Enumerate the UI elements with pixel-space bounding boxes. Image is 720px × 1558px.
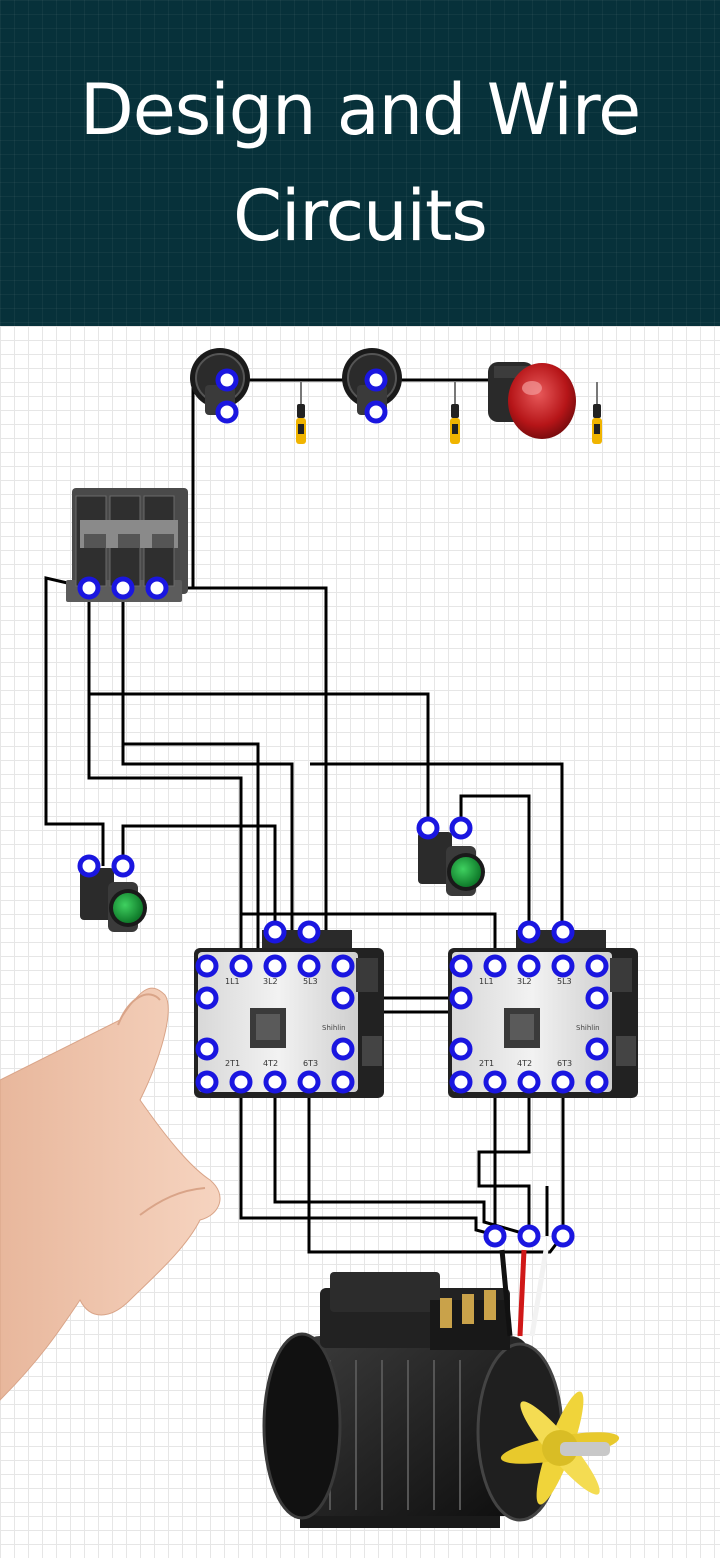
start-button-right[interactable] (418, 832, 485, 896)
three-phase-motor-icon[interactable] (262, 1249, 621, 1528)
pointing-hand-icon (0, 987, 221, 1401)
screwdriver-icon[interactable] (592, 382, 602, 444)
title-line-1: Design and Wire (79, 69, 641, 151)
terminal-label-3l2: 3L2 (263, 977, 278, 986)
terminal-point[interactable] (449, 954, 473, 978)
terminal-label-2t1: 2T1 (225, 1059, 240, 1068)
terminal-point[interactable] (77, 854, 101, 878)
terminal-label-4t2: 4T2 (263, 1059, 278, 1068)
terminal-point[interactable] (517, 920, 541, 944)
terminal-point[interactable] (263, 1070, 287, 1094)
terminal-point[interactable] (195, 986, 219, 1010)
wire-out-2 (273, 1082, 530, 1237)
terminal-point[interactable] (195, 1070, 219, 1094)
terminal-point[interactable] (585, 954, 609, 978)
terminal-point[interactable] (195, 954, 219, 978)
terminal-label-1l1: 1L1 (225, 977, 240, 986)
page-title: Design and Wire Circuits (40, 57, 680, 269)
red-pilot-lamp-icon[interactable] (488, 362, 576, 439)
contactor-left[interactable]: 1L1 3L2 5L3 2T1 4T2 6T3 Shihlin (194, 930, 384, 1098)
wiring-board[interactable]: 1L1 3L2 5L3 2T1 4T2 6T3 Shihlin 1L1 3L2 … (0, 326, 720, 1558)
circuit-canvas[interactable]: 1L1 3L2 5L3 2T1 4T2 6T3 Shihlin 1L1 3L2 … (0, 326, 720, 1558)
wire-l2-to-right (310, 762, 564, 932)
terminal-point[interactable] (449, 986, 473, 1010)
terminal-point[interactable] (551, 920, 575, 944)
terminal-point[interactable] (297, 1070, 321, 1094)
wire-cross-1 (239, 912, 497, 966)
terminal-point[interactable] (483, 954, 507, 978)
wire-breaker-l3 (157, 586, 328, 966)
terminal-label-1l1: 1L1 (479, 977, 494, 986)
terminal-label-2t1: 2T1 (479, 1059, 494, 1068)
wire-breaker-l1 (44, 576, 105, 866)
terminal-point[interactable] (145, 576, 169, 600)
terminal-point[interactable] (77, 576, 101, 600)
terminal-point[interactable] (585, 1070, 609, 1094)
wire-rbtn-to-contactor (459, 794, 531, 932)
terminal-point[interactable] (449, 1037, 473, 1061)
wire-breaker-l1b (87, 588, 243, 966)
terminal-label-3l2: 3L2 (517, 977, 532, 986)
terminal-point[interactable] (551, 1070, 575, 1094)
terminal-point[interactable] (331, 1037, 355, 1061)
terminal-point[interactable] (263, 920, 287, 944)
contactor-right[interactable]: 1L1 3L2 5L3 2T1 4T2 6T3 Shihlin (448, 930, 638, 1098)
terminal-point[interactable] (215, 400, 239, 424)
terminal-point[interactable] (195, 1037, 219, 1061)
terminal-point[interactable] (364, 368, 388, 392)
terminal-point[interactable] (483, 1224, 507, 1248)
start-button-left[interactable] (80, 868, 147, 932)
fan-icon (500, 1391, 620, 1505)
terminal-label-6t3: 6T3 (303, 1059, 318, 1068)
terminal-point[interactable] (111, 576, 135, 600)
terminal-point[interactable] (585, 986, 609, 1010)
wire-out-5 (477, 1082, 531, 1236)
terminal-point[interactable] (297, 920, 321, 944)
terminal-point[interactable] (517, 1224, 541, 1248)
terminal-label-4t2: 4T2 (517, 1059, 532, 1068)
wire-lbtn-to-contactor (121, 824, 277, 932)
terminal-point[interactable] (364, 400, 388, 424)
terminal-point[interactable] (517, 954, 541, 978)
terminal-point[interactable] (331, 954, 355, 978)
contactor-brand-label: Shihlin (322, 1024, 346, 1032)
wire-breaker-l2b (121, 588, 260, 966)
terminal-label-5l3: 5L3 (557, 977, 572, 986)
terminal-point[interactable] (416, 816, 440, 840)
screwdriver-icon[interactable] (296, 382, 306, 444)
contactor-brand-label: Shihlin (576, 1024, 600, 1032)
terminal-point[interactable] (215, 368, 239, 392)
terminal-point[interactable] (331, 1070, 355, 1094)
terminal-point[interactable] (297, 954, 321, 978)
wire-l1-to-rbutton (89, 692, 430, 828)
terminal-point[interactable] (449, 1070, 473, 1094)
terminal-point[interactable] (111, 854, 135, 878)
terminal-point[interactable] (551, 954, 575, 978)
title-banner: Design and Wire Circuits (0, 0, 720, 326)
terminal-point[interactable] (229, 954, 253, 978)
terminal-label-5l3: 5L3 (303, 977, 318, 986)
screwdriver-icon[interactable] (450, 382, 460, 444)
terminal-label-6t3: 6T3 (557, 1059, 572, 1068)
wire-out-1 (239, 1082, 496, 1237)
terminal-point[interactable] (483, 1070, 507, 1094)
terminal-point[interactable] (331, 986, 355, 1010)
terminal-point[interactable] (517, 1070, 541, 1094)
terminal-point[interactable] (449, 816, 473, 840)
terminals[interactable] (77, 368, 609, 1248)
terminal-point[interactable] (585, 1037, 609, 1061)
terminal-point[interactable] (229, 1070, 253, 1094)
terminal-point[interactable] (551, 1224, 575, 1248)
terminal-point[interactable] (263, 954, 287, 978)
title-line-2: Circuits (233, 175, 488, 257)
